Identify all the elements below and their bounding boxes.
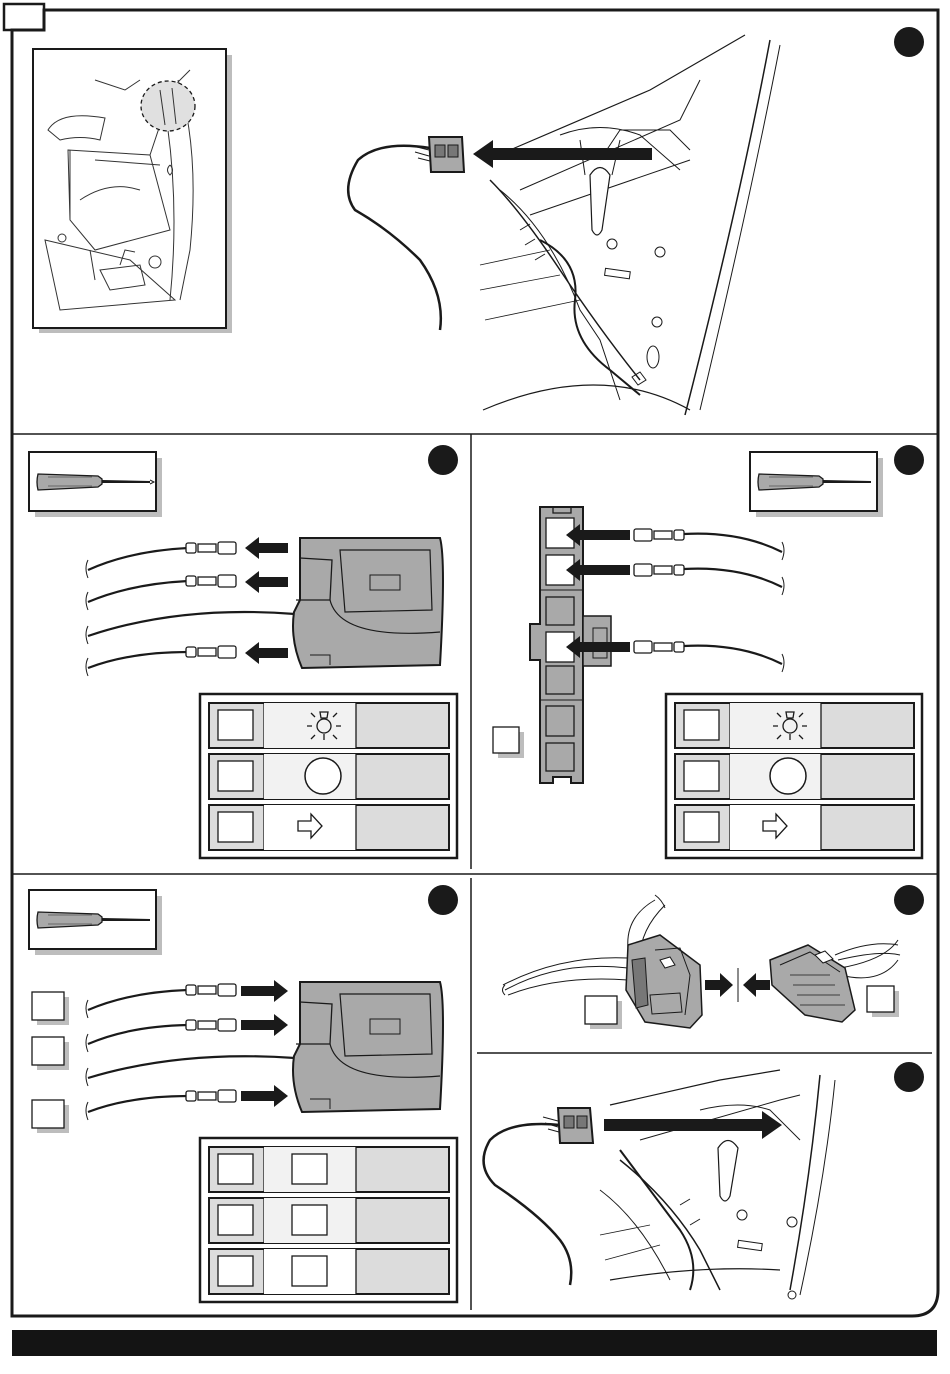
- arrow-left-icon: [245, 642, 288, 664]
- step-4-label-boxes: [32, 992, 69, 1133]
- step-1-harness-cable: [348, 146, 441, 330]
- pin-row-3: [209, 1249, 449, 1294]
- step-4-badge: [428, 885, 458, 915]
- step-2-function-legend: [200, 694, 457, 858]
- step-6-scene: [600, 1070, 835, 1299]
- detail-highlight-circle: [141, 81, 195, 131]
- pin-cavity-7: [546, 743, 574, 771]
- step-1-connector: [413, 137, 464, 172]
- step-1-scene: [480, 35, 780, 415]
- legend-row-1: [209, 703, 449, 748]
- step-3-screwdriver-icon: [750, 452, 883, 517]
- legend-row-2: [675, 754, 914, 799]
- legend-row-1: [675, 703, 914, 748]
- terminal-2: [186, 575, 236, 587]
- legend-row-3: [209, 805, 449, 850]
- circle-icon: [770, 758, 806, 794]
- step-3-label-box: [493, 727, 524, 758]
- step-2-connector-housing: [293, 538, 443, 668]
- arrow-right-icon: [241, 980, 288, 1002]
- pin-row-2: [209, 1198, 449, 1243]
- step-2-terminals: [186, 542, 236, 658]
- step-6-push-arrow-icon: [604, 1111, 782, 1139]
- step-3-badge: [894, 445, 924, 475]
- vehicle-overview-inset: [33, 49, 232, 333]
- legend-row-2: [209, 754, 449, 799]
- step-4-insert-arrows: [241, 980, 288, 1107]
- arrow-left-icon: [245, 537, 288, 559]
- step-3-function-legend: [666, 694, 922, 858]
- step-3-terminals: [634, 529, 684, 653]
- arrow-right-icon: [241, 1014, 288, 1036]
- pin-cavity-5: [546, 666, 574, 694]
- step-2-screwdriver-icon: [29, 452, 162, 517]
- step-4-terminals: [186, 984, 236, 1102]
- step-4-screwdriver-icon: [29, 890, 162, 955]
- corner-tab: [4, 4, 44, 30]
- step-4-pin-legend: [200, 1138, 457, 1302]
- footer-bar: [12, 1330, 937, 1356]
- pin-cavity-6: [546, 706, 574, 736]
- step-5-label-right: [867, 986, 899, 1017]
- circle-icon: [305, 758, 341, 794]
- step-5-badge: [894, 885, 924, 915]
- step-6-harness-cable: [484, 1124, 572, 1285]
- step-2-pull-arrows: [245, 537, 288, 664]
- terminal-1: [186, 542, 236, 554]
- legend-row-3: [675, 805, 914, 850]
- step-3-wires: [684, 534, 784, 672]
- terminal-3: [186, 646, 236, 658]
- step-5-connect-arrows-icon: [705, 968, 770, 1002]
- step-2-badge: [428, 445, 458, 475]
- step-4-connector-housing: [293, 982, 443, 1112]
- pin-row-1: [209, 1147, 449, 1192]
- arrow-right-icon: [241, 1085, 288, 1107]
- pin-cavity-3: [546, 597, 574, 625]
- step-5-label-left: [585, 996, 622, 1029]
- arrow-left-icon: [245, 571, 288, 593]
- step-1-badge: [894, 27, 924, 57]
- step-6-badge: [894, 1062, 924, 1092]
